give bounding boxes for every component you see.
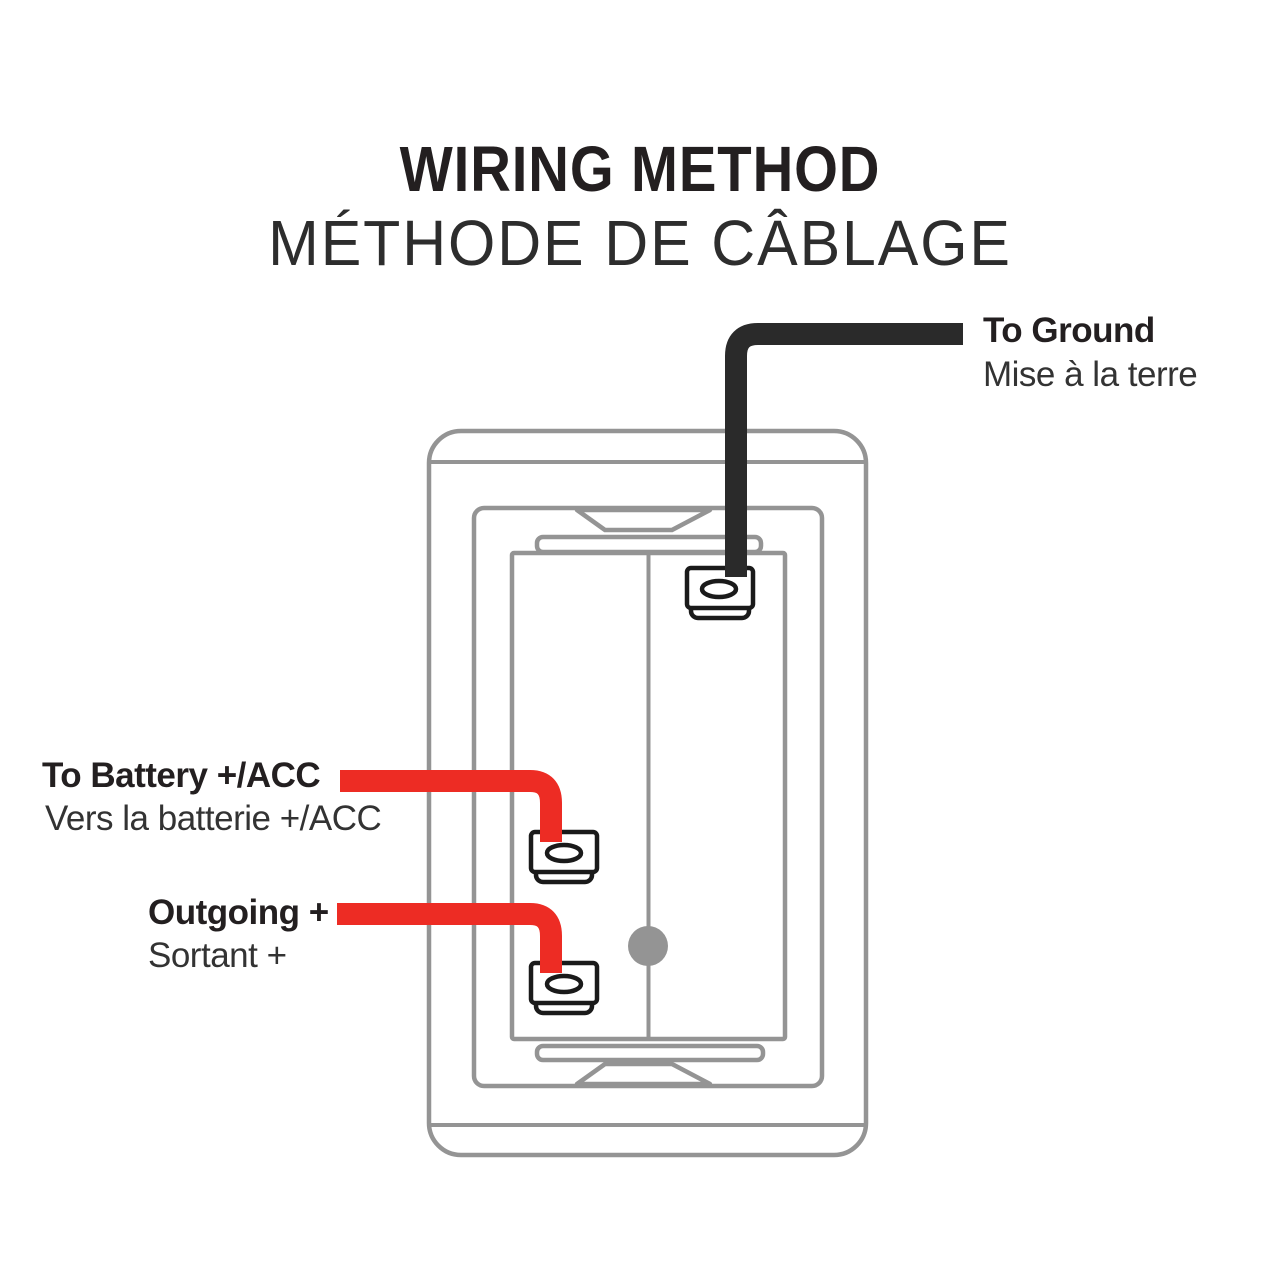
terminal-ground	[684, 565, 756, 621]
top-clip-tab	[574, 507, 713, 533]
terminal-battery-slot	[544, 842, 584, 864]
label-outgoing-en: Outgoing +	[148, 893, 329, 932]
switch-body	[509, 534, 788, 1063]
label-ground-en: To Ground	[983, 311, 1155, 350]
battery-wire	[340, 770, 562, 842]
ground-wire	[725, 323, 963, 577]
switch-bottom-tab	[534, 1043, 766, 1063]
page-title: WIRING METHOD	[399, 133, 881, 205]
page-subtitle: MÉTHODE DE CÂBLAGE	[268, 207, 1012, 279]
label-battery-en: To Battery +/ACC	[42, 756, 321, 795]
terminal-ground-slot	[699, 578, 739, 600]
label-outgoing-fr: Sortant +	[148, 936, 287, 975]
bottom-clip-tab	[574, 1061, 713, 1087]
switch-pivot-dot	[628, 926, 668, 966]
label-ground-fr: Mise à la terre	[983, 355, 1198, 394]
label-battery-fr: Vers la batterie +/ACC	[45, 799, 382, 838]
terminal-outgoing-slot	[544, 973, 584, 995]
outgoing-wire	[337, 903, 562, 973]
